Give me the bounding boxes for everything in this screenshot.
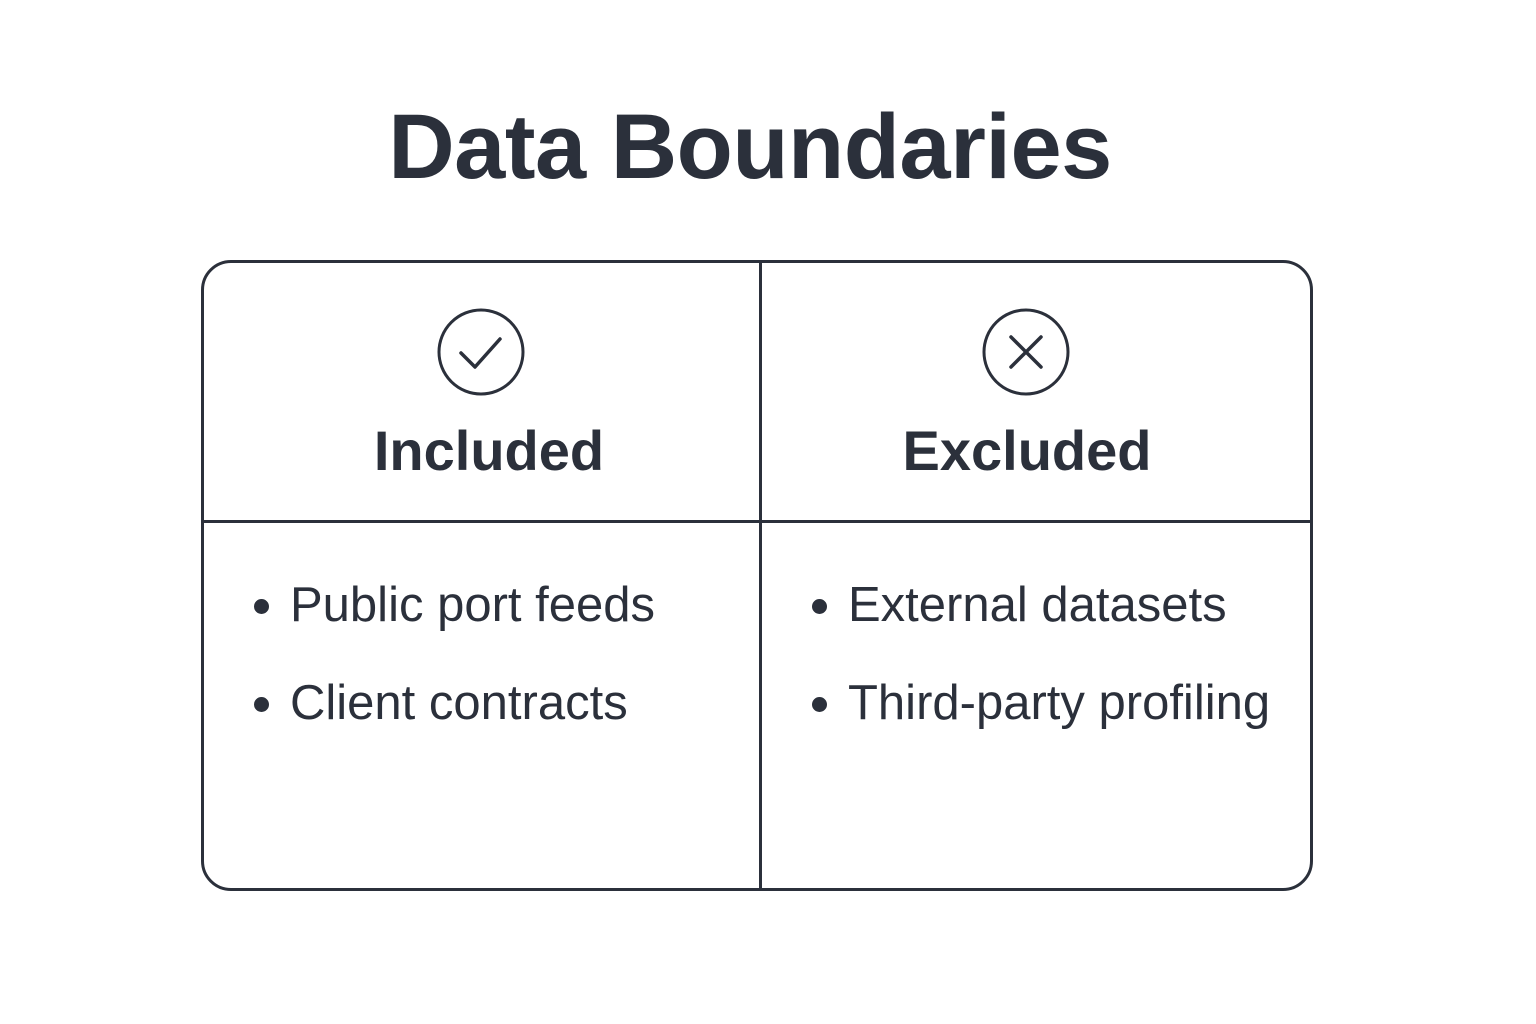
- list-item-text: Public port feeds: [290, 578, 655, 632]
- x-circle-icon: [982, 308, 1070, 396]
- included-header: Included: [204, 263, 759, 520]
- row-divider: [204, 520, 1310, 523]
- bullet-icon: [812, 599, 827, 614]
- list-item: Third-party profiling: [808, 673, 1270, 733]
- list-item-text: External datasets: [848, 578, 1227, 632]
- list-item: External datasets: [808, 575, 1270, 635]
- bullet-icon: [254, 697, 269, 712]
- included-heading: Included: [373, 419, 605, 482]
- bullet-icon: [812, 697, 827, 712]
- included-list: Public port feeds Client contracts: [250, 575, 655, 771]
- list-item: Public port feeds: [250, 575, 655, 635]
- excluded-list-cell: External datasets Third-party profiling: [762, 523, 1313, 891]
- included-list-cell: Public port feeds Client contracts: [204, 523, 759, 891]
- excluded-heading: Excluded: [902, 419, 1152, 482]
- check-circle-icon: [437, 308, 525, 396]
- boundaries-table: Included Excluded Public port feeds Clie…: [201, 260, 1313, 891]
- list-item-text: Client contracts: [290, 676, 628, 730]
- excluded-list: External datasets Third-party profiling: [808, 575, 1270, 771]
- list-item: Client contracts: [250, 673, 655, 733]
- column-divider: [759, 263, 762, 888]
- list-item-text: Third-party profiling: [848, 676, 1271, 730]
- bullet-icon: [254, 599, 269, 614]
- diagram-title: Data Boundaries: [388, 96, 1112, 198]
- excluded-header: Excluded: [762, 263, 1313, 520]
